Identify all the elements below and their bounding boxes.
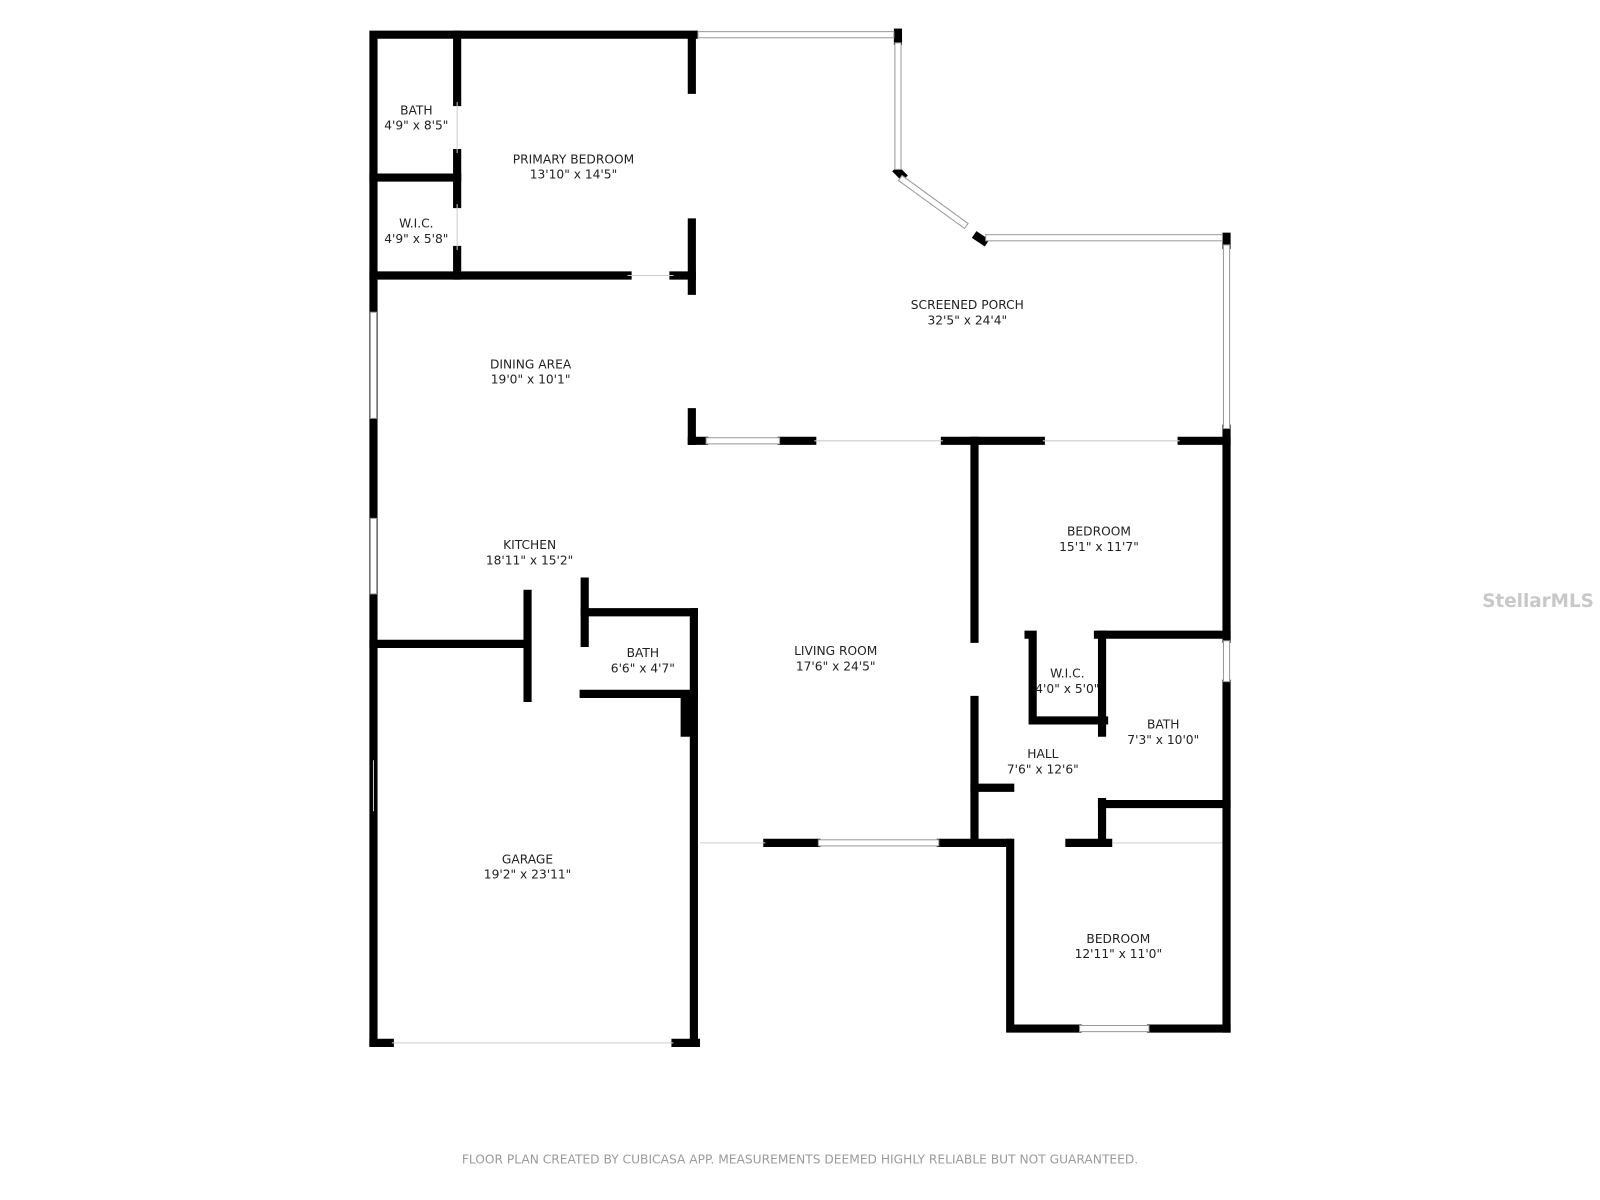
svg-text:GARAGE: GARAGE (502, 852, 553, 866)
svg-text:15'1" x 11'7": 15'1" x 11'7" (1059, 540, 1139, 554)
svg-text:BATH: BATH (1147, 718, 1180, 732)
svg-text:18'11" x 15'2": 18'11" x 15'2" (486, 553, 574, 567)
svg-text:LIVING ROOM: LIVING ROOM (794, 644, 877, 658)
room-dining-area: DINING AREA 19'0" x 10'1" (490, 357, 572, 386)
room-labels: BATH 4'9" x 8'5" PRIMARY BEDROOM 13'10" x … (384, 103, 1199, 961)
svg-text:BEDROOM: BEDROOM (1067, 525, 1131, 539)
svg-text:4'9" x 5'8": 4'9" x 5'8" (384, 232, 448, 246)
watermark: StellarMLS (1482, 591, 1594, 612)
room-primary-bedroom: PRIMARY BEDROOM 13'10" x 14'5" (513, 152, 634, 181)
svg-text:DINING AREA: DINING AREA (490, 357, 572, 371)
svg-text:12'11" x 11'0": 12'11" x 11'0" (1075, 947, 1163, 961)
room-wic-primary: W.I.C.4'9" x 5'8" (384, 217, 448, 246)
svg-text:19'0" x 10'1": 19'0" x 10'1" (491, 373, 571, 387)
svg-text:19'2" x 23'11": 19'2" x 23'11" (484, 868, 572, 882)
room-bath-primary: BATH 4'9" x 8'5" (384, 103, 448, 132)
svg-text:4'9" x 8'5": 4'9" x 8'5" (384, 119, 448, 133)
svg-text:7'3" x 10'0": 7'3" x 10'0" (1127, 733, 1199, 747)
svg-text:BATH: BATH (627, 646, 659, 660)
svg-text:17'6" x 24'5": 17'6" x 24'5" (796, 659, 876, 673)
svg-text:6'6" x 4'7": 6'6" x 4'7" (611, 661, 675, 675)
svg-text:BATH: BATH (400, 103, 433, 117)
svg-text:13'10" x 14'5": 13'10" x 14'5" (530, 168, 618, 182)
svg-text:PRIMARY BEDROOM: PRIMARY BEDROOM (513, 152, 634, 166)
svg-text:32'5" x 24'4": 32'5" x 24'4" (927, 313, 1007, 327)
svg-text:W.I.C.: W.I.C. (399, 217, 434, 231)
svg-text:4'0" x 5'0": 4'0" x 5'0" (1035, 682, 1099, 696)
svg-text:W.I.C.: W.I.C. (1050, 667, 1085, 681)
svg-text:BEDROOM: BEDROOM (1086, 932, 1150, 946)
footer-disclaimer: FLOOR PLAN CREATED BY CUBICASA APP. MEAS… (462, 1152, 1138, 1166)
svg-text:HALL: HALL (1027, 747, 1058, 761)
walls (369, 28, 1231, 1047)
svg-text:7'6" x 12'6": 7'6" x 12'6" (1007, 762, 1079, 776)
svg-text:KITCHEN: KITCHEN (503, 538, 556, 552)
svg-text:SCREENED PORCH: SCREENED PORCH (911, 298, 1024, 312)
windows-and-openings (369, 31, 1231, 1044)
room-wic-2: W.I.C.4'0" x 5'0" (1035, 667, 1099, 696)
room-garage: GARAGE 19'2" x 23'11" (484, 852, 572, 881)
